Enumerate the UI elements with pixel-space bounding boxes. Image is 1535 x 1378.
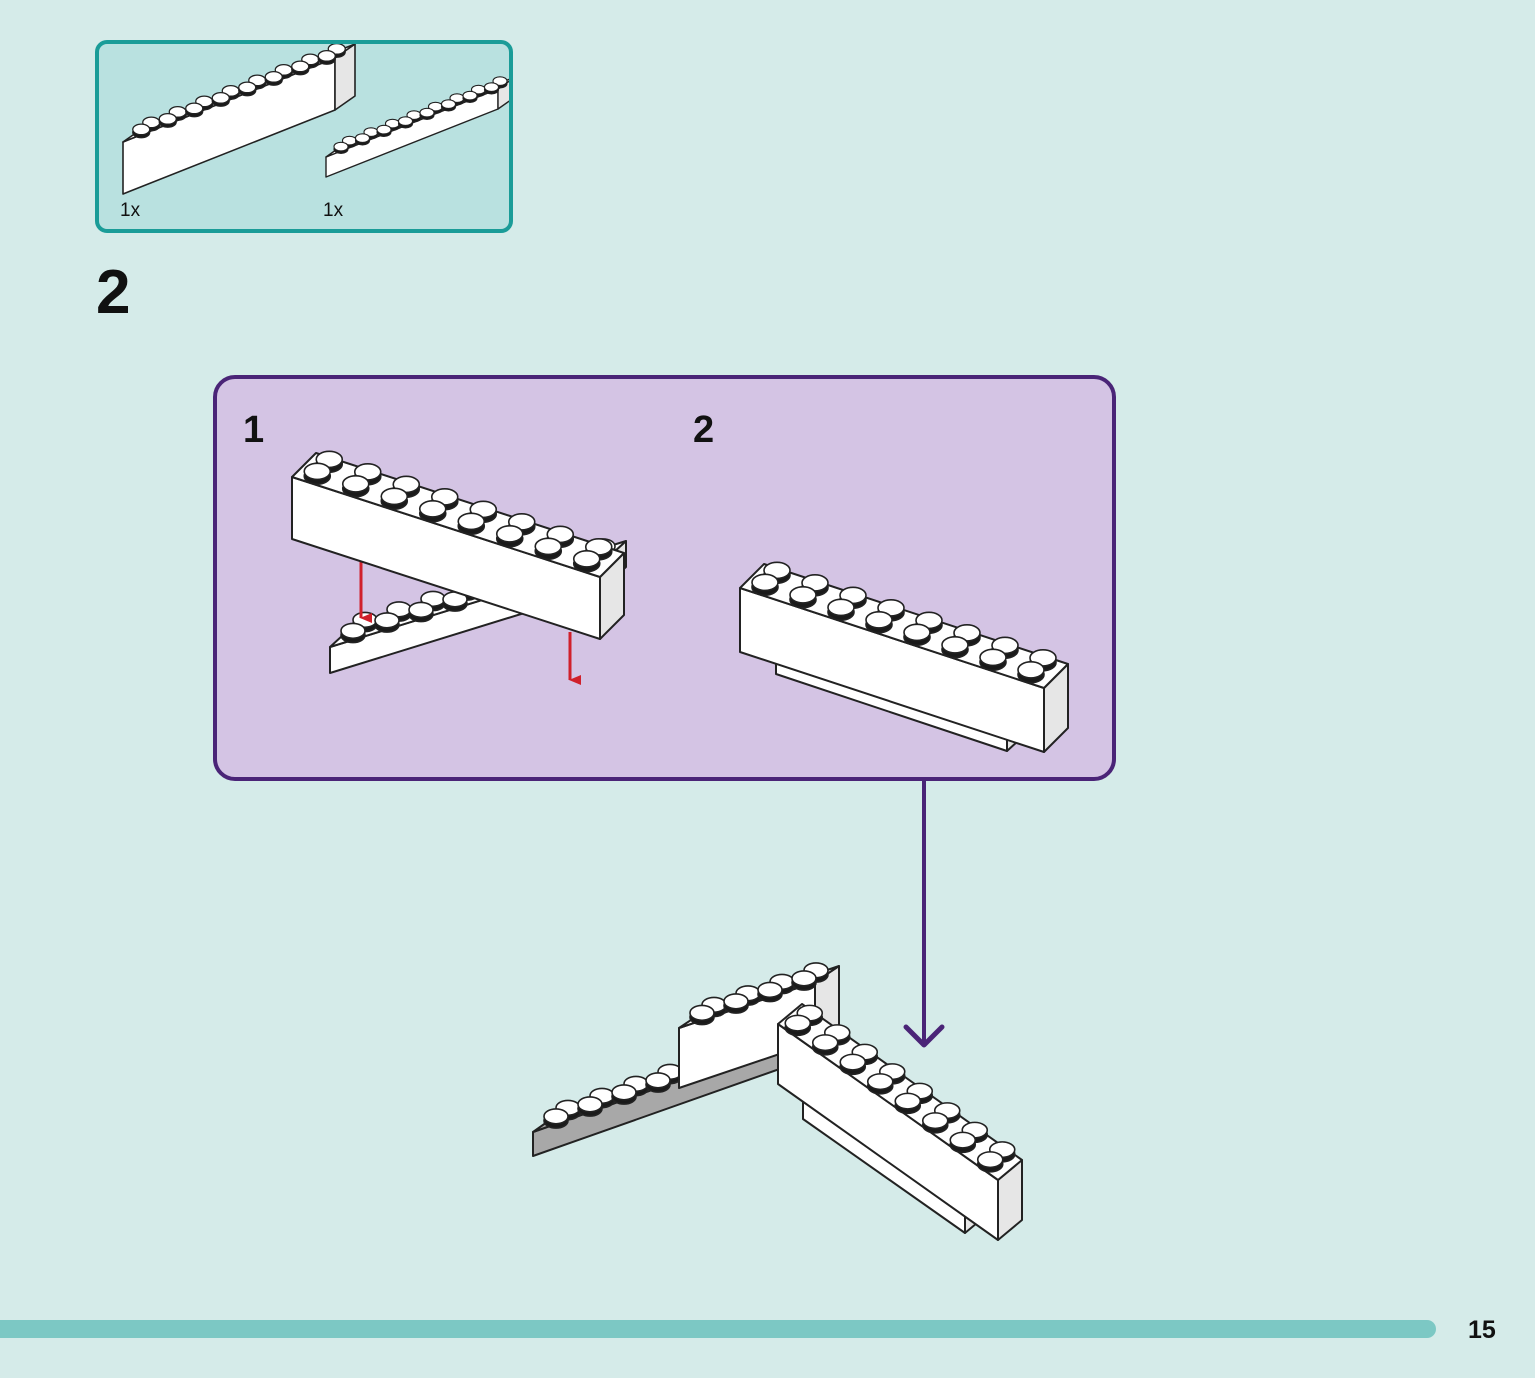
footer-bar (0, 1320, 1436, 1338)
substep-number-2: 2 (693, 409, 715, 451)
parts-illustration (122, 44, 509, 195)
parts-callout-box: 1x 1x (95, 40, 513, 233)
purple-connector-arrow-icon (903, 781, 945, 1048)
substep-number-1: 1 (243, 409, 265, 451)
substep-2-stack-icon (739, 561, 1069, 753)
substep-1-brick-icon (291, 450, 625, 640)
part-quantity-brick: 1x (120, 200, 141, 221)
part-quantity-plate: 1x (323, 200, 344, 221)
assembled-corner-model-icon (532, 962, 1023, 1241)
step-number: 2 (96, 258, 131, 327)
white-2x8-brick-icon (122, 44, 356, 195)
page-number: 15 (1468, 1316, 1496, 1344)
white-2x8-plate-icon (325, 76, 509, 178)
